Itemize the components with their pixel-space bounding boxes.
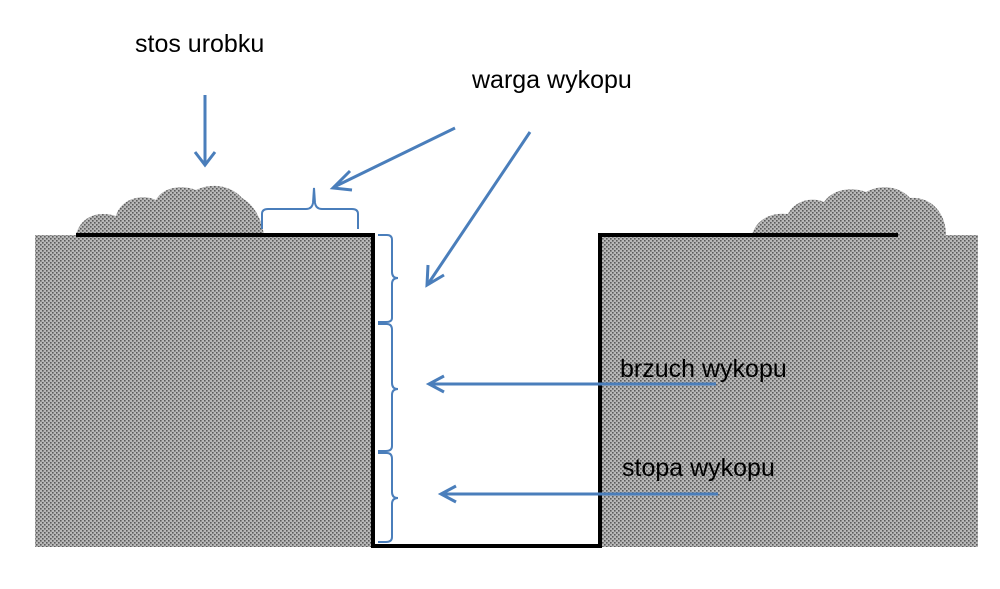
label-spoil-heap: stos urobku: [135, 30, 264, 58]
arrow-lip-wall: [425, 131, 532, 288]
label-trench-lip: warga wykopu: [471, 66, 632, 94]
left-soil-block: [35, 235, 373, 547]
arrow-head-icon: [193, 151, 217, 168]
arrow-lip-top: [329, 126, 456, 192]
trench-outline: [371, 233, 602, 548]
arrow-foot: [437, 484, 718, 504]
arrow-head-icon: [425, 374, 445, 394]
right-spoil-heap: [752, 187, 946, 235]
arrow-head-icon: [437, 484, 457, 504]
wall-brace-lip: [378, 234, 399, 323]
right-soil-block: [600, 235, 978, 547]
label-trench-foot: stopa wykopu: [622, 454, 775, 482]
wall-brace-foot: [378, 452, 399, 543]
curly-brace-icon: [261, 187, 359, 229]
arrow-head-icon: [329, 169, 353, 192]
arrow-spoil-heap: [193, 95, 217, 168]
wall-brace-belly: [378, 323, 399, 452]
label-trench-belly: brzuch wykopu: [620, 355, 787, 383]
arrow-head-icon: [425, 264, 445, 288]
arrow-belly: [425, 374, 716, 394]
left-spoil-heap: [76, 185, 264, 235]
